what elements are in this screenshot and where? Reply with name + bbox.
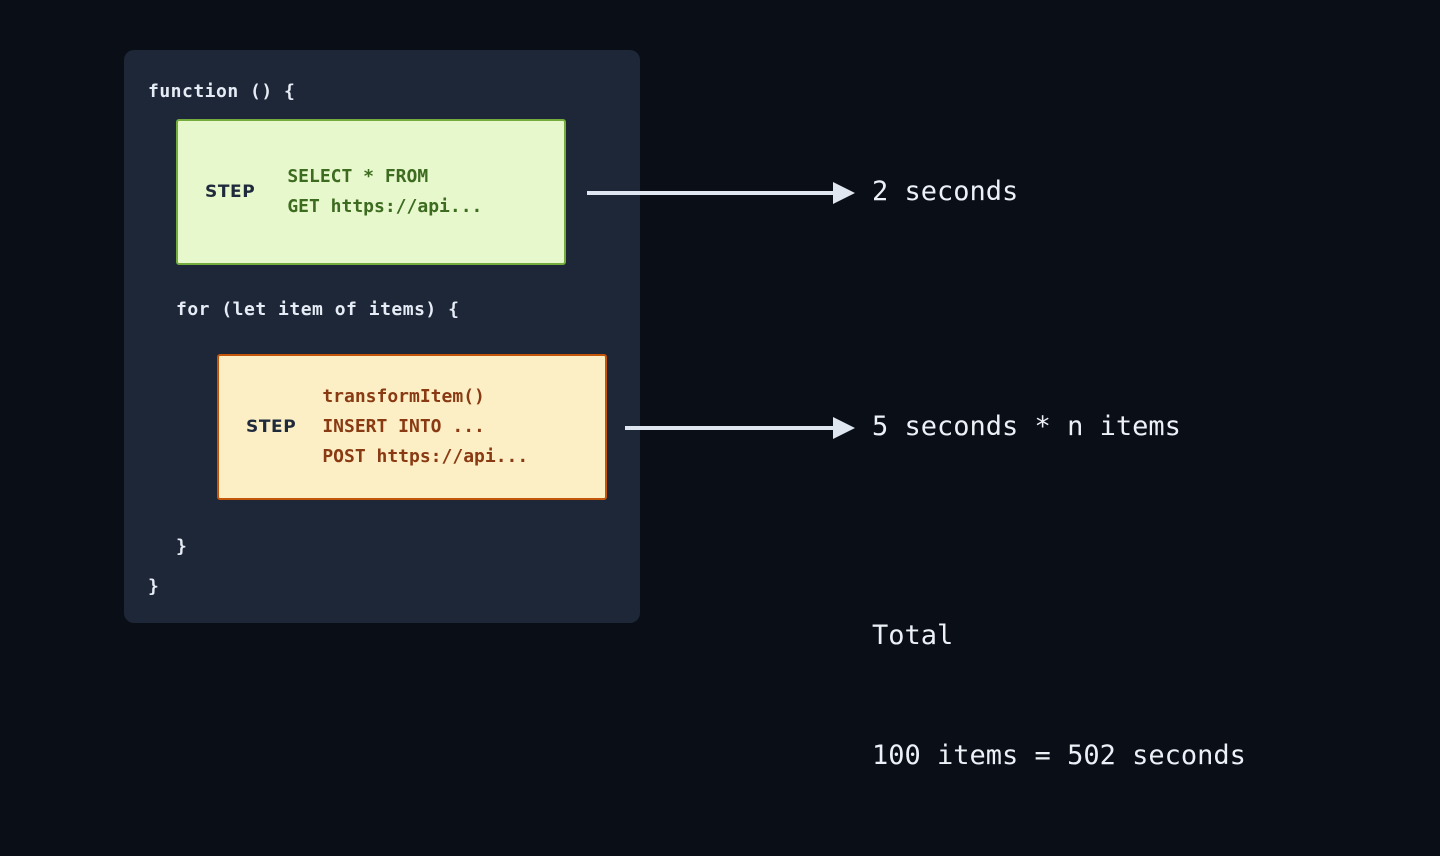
annotation-step-1-duration: 2 seconds — [872, 176, 1019, 207]
step-label: STEP — [205, 182, 256, 202]
code-line-for-open: for (let item of items) { — [176, 299, 460, 320]
total-summary: 100 items = 502 seconds — [872, 740, 1246, 771]
code-line-function-open: function () { — [148, 81, 296, 102]
step-code-green: SELECT * FROM GET https://api... — [287, 166, 483, 217]
arrow-step-1 — [587, 182, 855, 204]
total-title: Total — [872, 620, 954, 651]
code-line-for-close: } — [176, 536, 188, 557]
step-box-orange[interactable]: STEP transformItem() INSERT INTO ... POS… — [217, 354, 607, 500]
step-label: STEP — [246, 417, 297, 437]
code-line-function-close: } — [148, 576, 160, 597]
annotation-step-2-duration: 5 seconds * n items — [872, 411, 1181, 442]
total-block: Total 100 items = 502 seconds — [872, 536, 1246, 856]
code-panel: function () { STEP SELECT * FROM GET htt… — [124, 50, 640, 623]
diagram-canvas: function () { STEP SELECT * FROM GET htt… — [124, 50, 1246, 771]
step-code-orange: transformItem() INSERT INTO ... POST htt… — [322, 386, 529, 467]
step-box-green[interactable]: STEP SELECT * FROM GET https://api... — [176, 119, 566, 265]
arrow-step-2 — [625, 417, 855, 439]
